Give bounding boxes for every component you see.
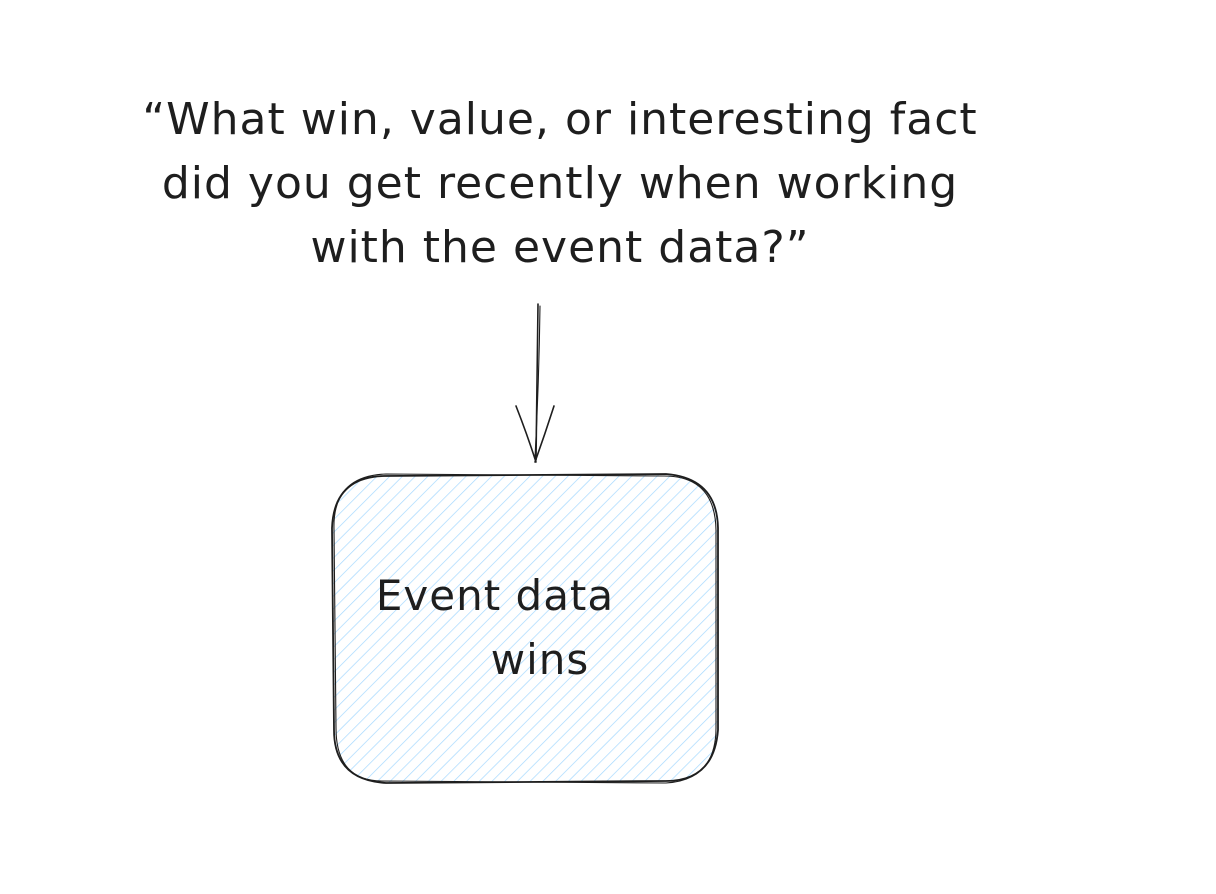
arrow-shaft-sketch — [534, 305, 541, 459]
question-line-2: did you get recently when working — [161, 158, 959, 209]
box-outline-sketch — [333, 473, 717, 784]
box-label: Event data wins — [334, 564, 716, 692]
connector-arrow[interactable] — [515, 303, 555, 463]
arrow-head-right — [534, 405, 555, 463]
box-label-line-2: wins — [490, 635, 590, 684]
question-line-3: with the event data?” — [310, 222, 810, 273]
event-data-wins-box[interactable] — [330, 470, 722, 786]
box-hatch-fill — [332, 474, 718, 783]
arrow-head-left — [515, 405, 537, 463]
box-outline — [331, 473, 719, 784]
box-label-line-1: Event data — [375, 571, 615, 620]
question-line-1: “What win, value, or interesting fact — [142, 94, 978, 145]
question-text: “What win, value, or interesting fact di… — [60, 88, 1060, 280]
